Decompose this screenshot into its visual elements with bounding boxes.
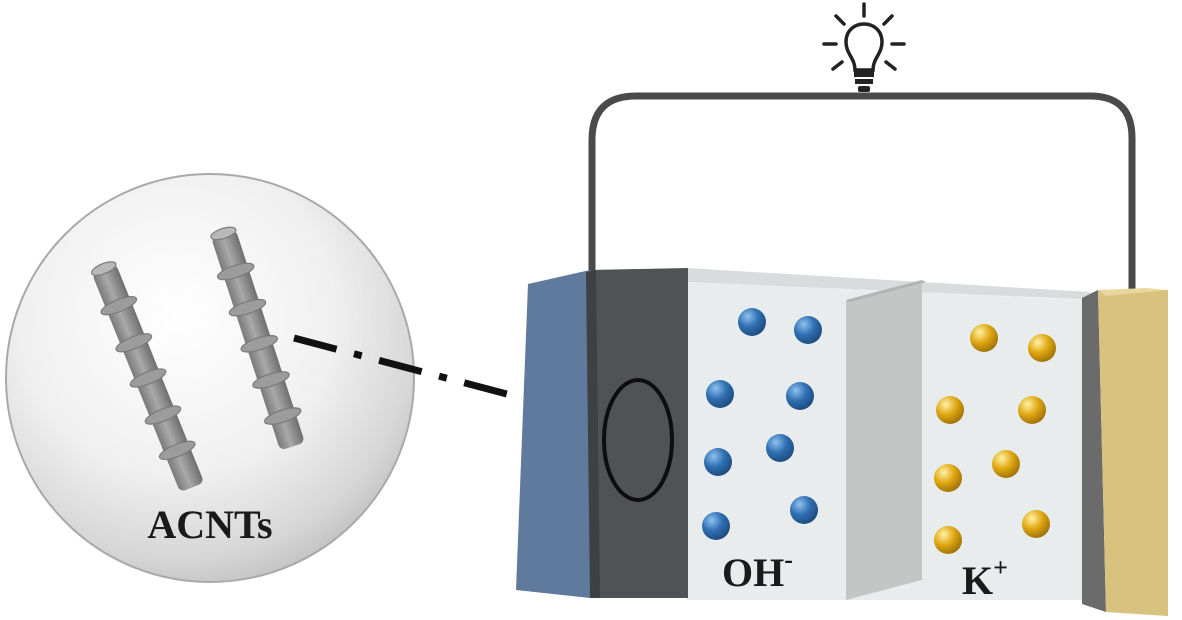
- right-electrode: [1082, 288, 1168, 616]
- acnt-sphere: ACNTs: [5, 173, 415, 583]
- k-ion: [992, 450, 1020, 478]
- k-ion: [936, 396, 964, 424]
- hydroxide-label: OH-: [722, 545, 793, 595]
- k-ion: [934, 526, 962, 554]
- oh-ion: [794, 316, 822, 344]
- oh-ion: [706, 380, 734, 408]
- hydroxide-symbol: OH: [722, 550, 784, 595]
- acnts-label: ACNTs: [147, 502, 272, 547]
- potassium-label: K+: [962, 553, 1008, 603]
- potassium-ions: [934, 324, 1056, 554]
- electrolyte-top: [590, 268, 1098, 300]
- k-ion: [1022, 510, 1050, 538]
- k-ion: [934, 464, 962, 492]
- nanotube-left: [90, 261, 203, 491]
- hydroxide-ions: [702, 308, 822, 540]
- left-electrode: [516, 268, 688, 598]
- k-ion: [970, 324, 998, 352]
- oh-ion: [702, 512, 730, 540]
- oh-ion: [786, 382, 814, 410]
- nanotube-right: [210, 226, 304, 449]
- potassium-symbol: K: [962, 558, 993, 603]
- separator: [846, 280, 926, 600]
- light-bulb-icon: [822, 2, 906, 92]
- circuit-wire: [588, 92, 1136, 300]
- zoom-circle: [602, 378, 674, 502]
- oh-ion: [766, 434, 794, 462]
- potassium-charge: +: [993, 553, 1008, 582]
- k-ion: [1018, 396, 1046, 424]
- oh-ion: [790, 496, 818, 524]
- oh-ion: [704, 448, 732, 476]
- k-ion: [1028, 334, 1056, 362]
- oh-ion: [738, 308, 766, 336]
- hydroxide-charge: -: [784, 545, 793, 574]
